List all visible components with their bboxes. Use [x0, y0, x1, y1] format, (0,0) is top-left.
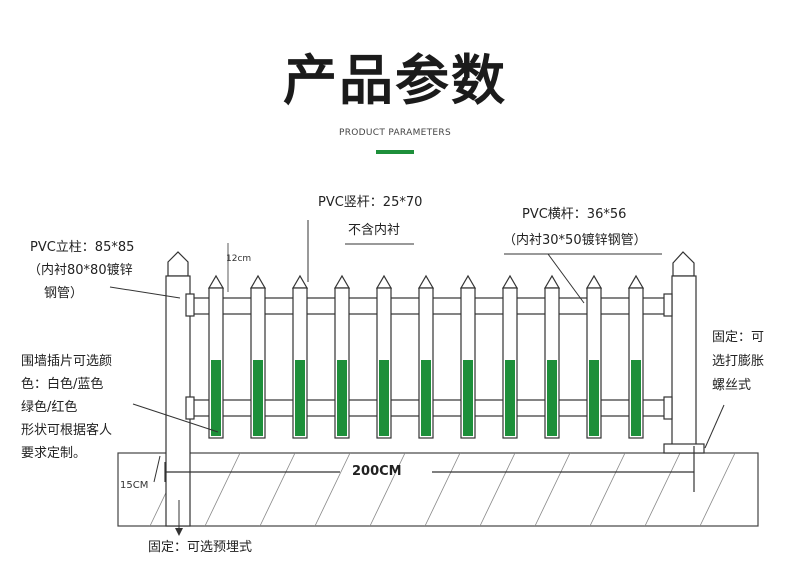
picket: [417, 274, 435, 439]
picket: [627, 274, 645, 439]
page-title: 产品参数: [283, 49, 507, 112]
fix-bottom-note: 固定：可选预埋式: [148, 540, 253, 555]
insert-note-line-4: 形状可根据客人: [21, 423, 113, 438]
post-left: [165, 251, 195, 527]
post-right: [663, 251, 705, 454]
post-spec-line-2: （内衬80*80镀锌: [28, 263, 133, 278]
leader-lines: [109, 220, 725, 532]
fix-right-line-1: 固定：可: [712, 330, 765, 345]
page-subtitle: PRODUCT PARAMETERS: [339, 128, 451, 138]
picket: [459, 274, 477, 439]
insert-note-line-5: 要求定制。: [21, 446, 87, 461]
post-spec-line-3: 钢管）: [44, 286, 84, 301]
dimension-200cm: 200CM: [352, 464, 402, 479]
insert-note-line-3: 绿色/红色: [21, 400, 78, 415]
rail-spec-line-2: （内衬30*50镀锌钢管）: [503, 233, 647, 248]
picket: [501, 274, 519, 439]
fix-right-line-2: 选打膨胀: [712, 354, 765, 369]
leader-arrow: [175, 528, 183, 536]
picket: [333, 274, 351, 439]
span-dimension: [164, 446, 695, 492]
dimension-12cm: 12cm: [226, 254, 252, 264]
picket: [585, 274, 603, 439]
insert-note-line-1: 围墙插片可选颜: [21, 354, 113, 369]
fix-right-line-3: 螺丝式: [712, 378, 752, 393]
base-plate: [663, 443, 705, 454]
picket: [249, 274, 267, 439]
picket-spec-line-2: 不含内衬: [348, 223, 401, 238]
picket: [375, 274, 393, 439]
insert-note-line-2: 色：白色/蓝色: [21, 377, 104, 392]
dimension-15cm: 15CM: [120, 480, 149, 491]
picket: [543, 274, 561, 439]
picket-spec-line-1: PVC竖杆：25*70: [318, 195, 423, 210]
picket: [291, 274, 309, 439]
ground-slab: [117, 452, 759, 527]
post-spec-line-1: PVC立柱：85*85: [30, 240, 135, 255]
rail-spec-line-1: PVC横杆：36*56: [522, 207, 627, 222]
picket: [207, 274, 225, 439]
title-accent-bar: [376, 150, 414, 154]
pickets: [207, 274, 645, 439]
